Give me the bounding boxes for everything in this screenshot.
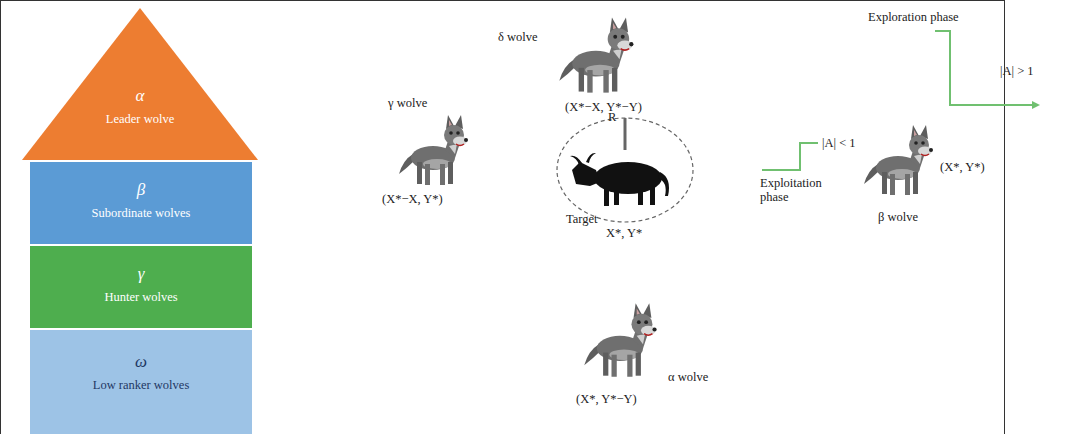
wolf-label: α wolve	[668, 370, 708, 384]
frame	[1, 1, 1005, 434]
rank-band: γHunter wolves	[30, 246, 252, 328]
rank-symbol: β	[137, 180, 145, 200]
rank-symbol: α	[136, 86, 145, 106]
rank-name: Leader wolve	[106, 112, 174, 126]
target-ring	[557, 118, 693, 222]
phase-label: Exploitation phase	[760, 176, 832, 205]
rank-band: ωLow ranker wolves	[30, 330, 252, 434]
leader-triangle: αLeader wolve	[22, 8, 258, 160]
wolf-label: γ wolve	[388, 96, 427, 110]
coordinate-label: (X*−X, Y*−Y)	[565, 100, 642, 114]
alpha-wolf	[584, 303, 656, 377]
coordinate-label: (X*, Y*−Y)	[576, 392, 637, 406]
rank-name: Hunter wolves	[104, 290, 177, 304]
coordinate-label: X*, Y*	[606, 226, 642, 240]
gamma-wolf	[399, 115, 468, 185]
bull-target	[570, 153, 669, 206]
target-label: Target	[566, 212, 598, 226]
condition-label: |A| > 1	[1000, 64, 1034, 78]
triangle-fill	[22, 8, 258, 160]
exploitation-bracket	[762, 143, 818, 170]
arrow-head	[1032, 101, 1040, 109]
beta-wolf	[864, 125, 933, 195]
rank-symbol: ω	[135, 352, 147, 372]
condition-label: |A| < 1	[822, 136, 856, 150]
wolf-label: δ wolve	[498, 30, 538, 44]
delta-wolf	[559, 17, 633, 92]
radius-label: R	[608, 110, 616, 124]
triangle-shape	[22, 8, 258, 160]
coordinate-label: (X*−X, Y*)	[382, 192, 443, 206]
rank-name: Low ranker wolves	[93, 378, 190, 392]
phase-label: Exploration phase	[868, 10, 959, 24]
radius-line	[624, 118, 627, 150]
rank-name: Subordinate wolves	[92, 206, 191, 220]
coordinate-label: (X*, Y*)	[940, 160, 985, 174]
wolf-label: β wolve	[878, 210, 918, 224]
rank-symbol: γ	[138, 264, 145, 284]
rank-band: βSubordinate wolves	[30, 162, 252, 244]
